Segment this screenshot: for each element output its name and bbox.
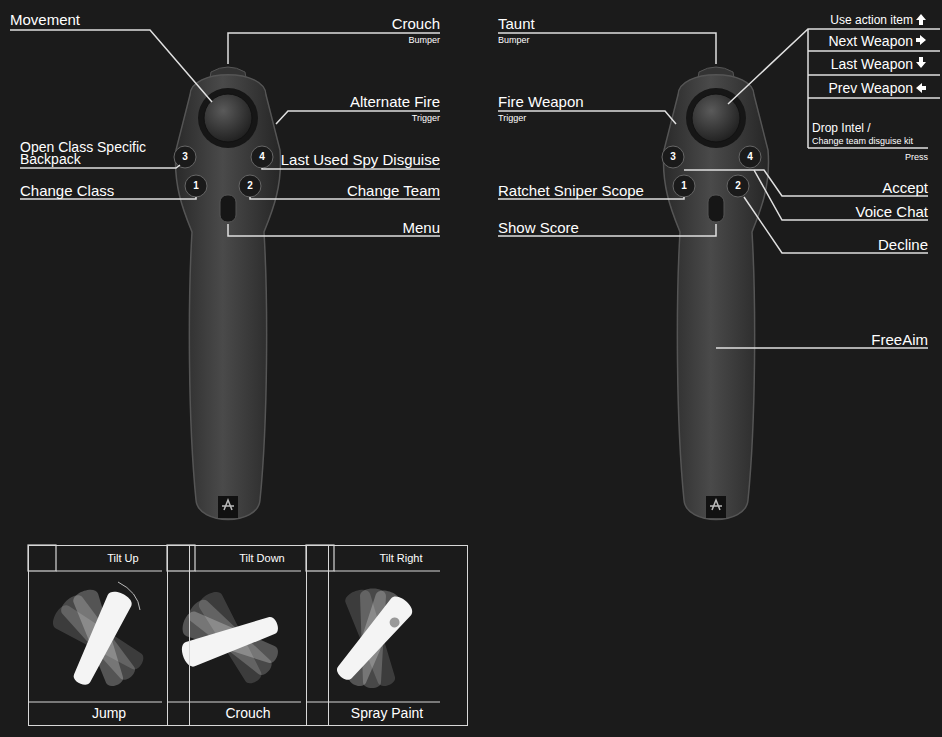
button-number: 3 [670, 152, 676, 162]
control-label: Bumper [408, 36, 440, 45]
tilt-box: Tilt DownCrouch [167, 545, 329, 726]
control-label: Drop Intel / [812, 122, 871, 134]
control-label: Fire Weapon [498, 94, 584, 109]
control-label: Prev Weapon [828, 81, 913, 95]
control-label: Next Weapon [828, 34, 913, 48]
right-controller [662, 67, 769, 520]
tilt-box: Tilt RightSpray Paint [306, 545, 468, 726]
control-label: Accept [882, 180, 928, 195]
control-label: Change Class [20, 183, 114, 198]
button-number: 4 [747, 152, 753, 162]
tilt-heading: Tilt Right [337, 553, 465, 564]
button-number: 3 [182, 152, 188, 162]
tilt-box-frames [28, 545, 440, 702]
tilt-action: Jump [31, 706, 187, 720]
control-label: Decline [878, 237, 928, 252]
control-label: Taunt [498, 16, 535, 31]
control-label: Alternate Fire [350, 94, 440, 109]
direction-arrows [916, 14, 926, 93]
control-label: Press [905, 153, 928, 162]
button-number: 1 [193, 181, 199, 191]
tilt-action: Spray Paint [309, 706, 465, 720]
tilt-down-figure [179, 588, 282, 687]
button-number: 2 [735, 181, 741, 191]
control-label: Open Class Specific Backpack [20, 141, 170, 165]
control-label: Trigger [498, 114, 526, 123]
control-label: Movement [10, 12, 80, 27]
button-number: 1 [681, 181, 687, 191]
control-label: Trigger [412, 114, 440, 123]
control-label: Crouch [392, 16, 440, 31]
tilt-right-figure [332, 587, 416, 690]
control-label: Show Score [498, 220, 579, 235]
button-number: 4 [259, 152, 265, 162]
tilt-box: Tilt UpJump [28, 545, 190, 726]
control-label: Bumper [498, 36, 530, 45]
tilt-action: Crouch [170, 706, 326, 720]
control-label: Menu [402, 220, 440, 235]
control-label: FreeAim [871, 332, 928, 347]
control-label: Last Used Spy Disguise [281, 152, 440, 167]
control-label: Change team disguise kit [812, 137, 913, 146]
tilt-up-figure [49, 582, 148, 689]
left-controller [174, 67, 281, 520]
control-label: Ratchet Sniper Scope [498, 183, 644, 198]
control-label: Change Team [347, 183, 440, 198]
button-number: 2 [247, 181, 253, 191]
control-label: Use action item [830, 14, 913, 26]
control-label: Voice Chat [855, 204, 928, 219]
control-label: Last Weapon [831, 57, 913, 71]
leader-lines [10, 29, 940, 348]
